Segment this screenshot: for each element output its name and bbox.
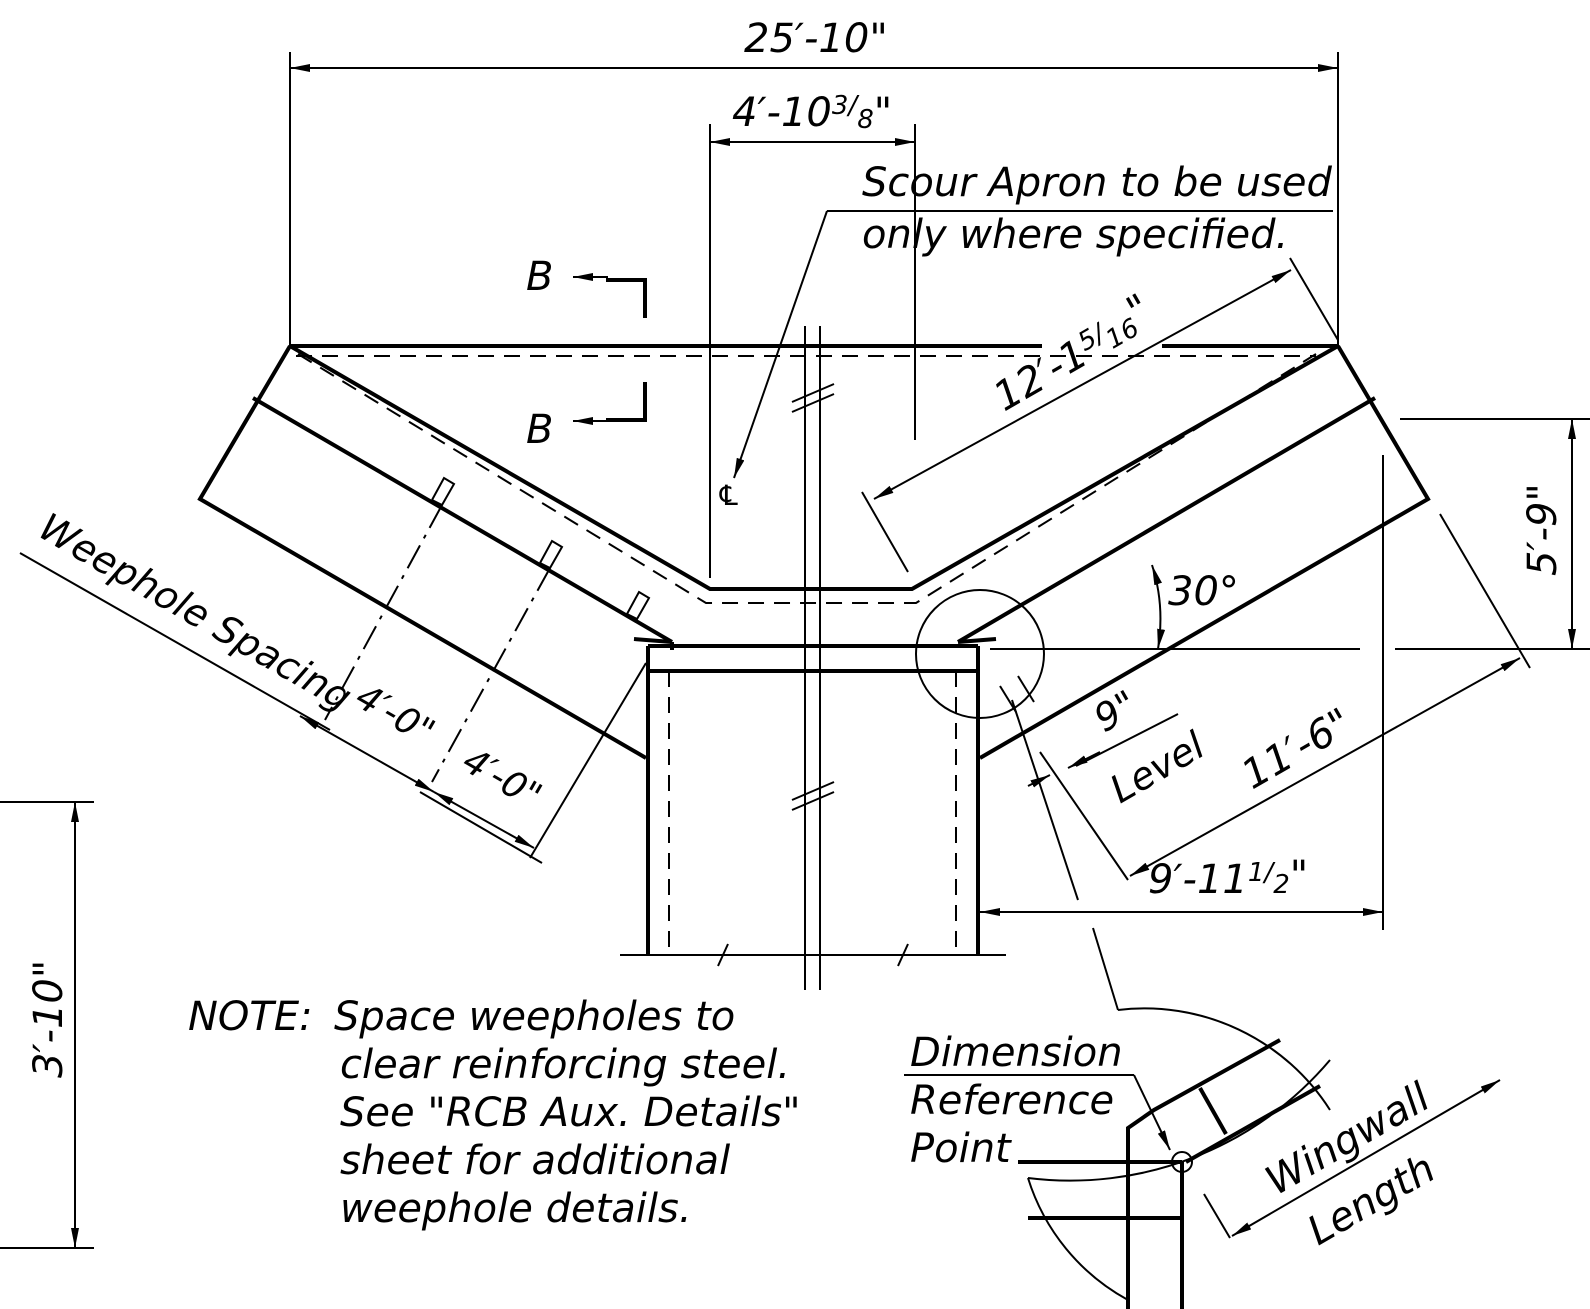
dimension-reference-line1: Dimension — [910, 1030, 1123, 1076]
dimension-weephole-spacing-2-label: 4′-0" — [456, 740, 549, 817]
note-line4: sheet for additional — [340, 1138, 730, 1184]
dimension-overall-width-label: 25′-10" — [744, 16, 888, 62]
dimension-wing-height-label: 5′-9" — [1520, 483, 1566, 576]
dimension-reference-line2: Reference — [910, 1078, 1114, 1124]
dimension-wing-height — [1395, 418, 1590, 650]
dimension-wing-horizontal-label: 9′-111/2" — [1148, 853, 1308, 903]
dimension-overall-width — [289, 52, 1339, 346]
dimension-left-height-label: 3′-10" — [26, 960, 72, 1078]
dimension-weephole-spacing — [19, 552, 647, 864]
dimension-wing-horizontal — [980, 455, 1384, 930]
detail-enlargement — [904, 1007, 1501, 1309]
dimension-wing-outer-length — [1011, 513, 1531, 901]
dimension-angle — [990, 564, 1360, 650]
dimension-weephole-spacing-1-label: 4′-0" — [349, 676, 442, 753]
scour-apron-leader — [733, 210, 1333, 479]
dimension-wing-diagonal-label: 12′-15/16" — [982, 286, 1162, 421]
dimension-left-height — [0, 801, 94, 1249]
section-mark-b-top: B — [526, 254, 553, 300]
barrel-walls — [620, 644, 1006, 967]
dimension-wing-diagonal — [861, 257, 1339, 573]
weephole-marks — [324, 476, 651, 783]
note-line3: See "RCB Aux. Details" — [340, 1090, 801, 1136]
detail-callout-circle — [915, 589, 1119, 1011]
scour-apron-note-line2: only where specified. — [862, 212, 1288, 258]
dimension-level-label: Level — [1103, 723, 1213, 812]
note-line5: weephole details. — [340, 1186, 692, 1232]
section-mark-b-bottom: B — [526, 407, 553, 453]
centerline-break — [791, 326, 835, 990]
section-cut-marks — [573, 273, 647, 425]
note-line1: Space weepholes to — [334, 994, 735, 1040]
note-label: NOTE: — [188, 994, 313, 1040]
general-note: NOTE: Space weepholes to clear reinforci… — [188, 994, 801, 1232]
dimension-angle-label: 30° — [1168, 569, 1239, 615]
dimension-reference-line3: Point — [910, 1126, 1012, 1172]
centerline-symbol: ℄ — [716, 479, 741, 512]
scour-apron-note-line1: Scour Apron to be used — [862, 160, 1332, 206]
note-line2: clear reinforcing steel. — [340, 1042, 790, 1088]
weephole-spacing-label: Weephole Spacing — [32, 505, 360, 720]
dimension-barrel-offset-label: 4′-103/8" — [732, 90, 892, 136]
